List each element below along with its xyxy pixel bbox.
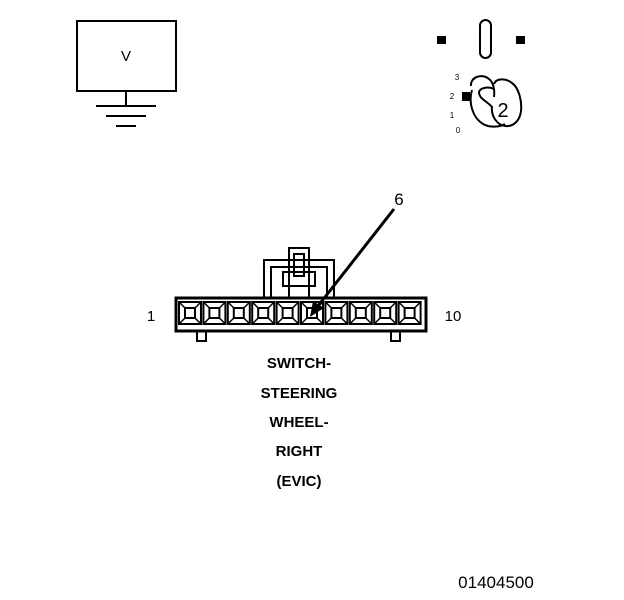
position-label: 1 bbox=[450, 111, 455, 120]
switch-setting-number: 2 bbox=[497, 100, 508, 122]
caption-line: STEERING bbox=[261, 385, 338, 402]
connector-foot bbox=[390, 330, 401, 342]
key-contact-left bbox=[437, 36, 446, 44]
caption-line: RIGHT bbox=[276, 443, 323, 460]
caption-line: SWITCH- bbox=[267, 355, 331, 372]
switch-position-marker bbox=[462, 92, 470, 101]
voltmeter-symbol: V bbox=[121, 48, 131, 65]
connector-pin-cavity bbox=[251, 301, 276, 325]
position-label: 3 bbox=[455, 73, 460, 82]
callout-arrow bbox=[310, 208, 396, 317]
key-contact-right bbox=[516, 36, 525, 44]
component-caption: SWITCH- STEERING WHEEL- RIGHT (EVIC) bbox=[261, 355, 338, 490]
callout-pin-number: 6 bbox=[394, 190, 403, 209]
figure-number: 01404500 bbox=[458, 573, 534, 592]
connector-latch bbox=[263, 247, 335, 301]
connector-pins bbox=[178, 301, 422, 325]
voltmeter: V bbox=[76, 20, 177, 127]
ground-icon bbox=[96, 91, 156, 127]
key-slot bbox=[479, 19, 492, 59]
position-label: 2 bbox=[450, 92, 455, 101]
connector-pin-cavity bbox=[324, 301, 349, 325]
pin-number-last: 10 bbox=[445, 308, 462, 325]
connector-pin-cavity bbox=[397, 301, 422, 325]
position-label: 0 bbox=[456, 126, 461, 135]
caption-line: WHEEL- bbox=[269, 414, 328, 431]
connector-foot bbox=[196, 330, 207, 342]
ignition-key-icon bbox=[437, 19, 525, 59]
connector-pin-cavity bbox=[348, 301, 373, 325]
connector-pin-cavity bbox=[178, 301, 202, 325]
connector-pin-cavity bbox=[226, 301, 251, 325]
connector-pin-cavity bbox=[275, 301, 300, 325]
pin-number-first: 1 bbox=[147, 308, 155, 325]
connector-pin-cavity bbox=[373, 301, 398, 325]
connector-pin-cavity bbox=[202, 301, 227, 325]
ignition-switch-icon: 3 2 1 0 2 bbox=[450, 73, 523, 135]
connector-body bbox=[174, 296, 428, 342]
caption-line: (EVIC) bbox=[277, 473, 322, 490]
